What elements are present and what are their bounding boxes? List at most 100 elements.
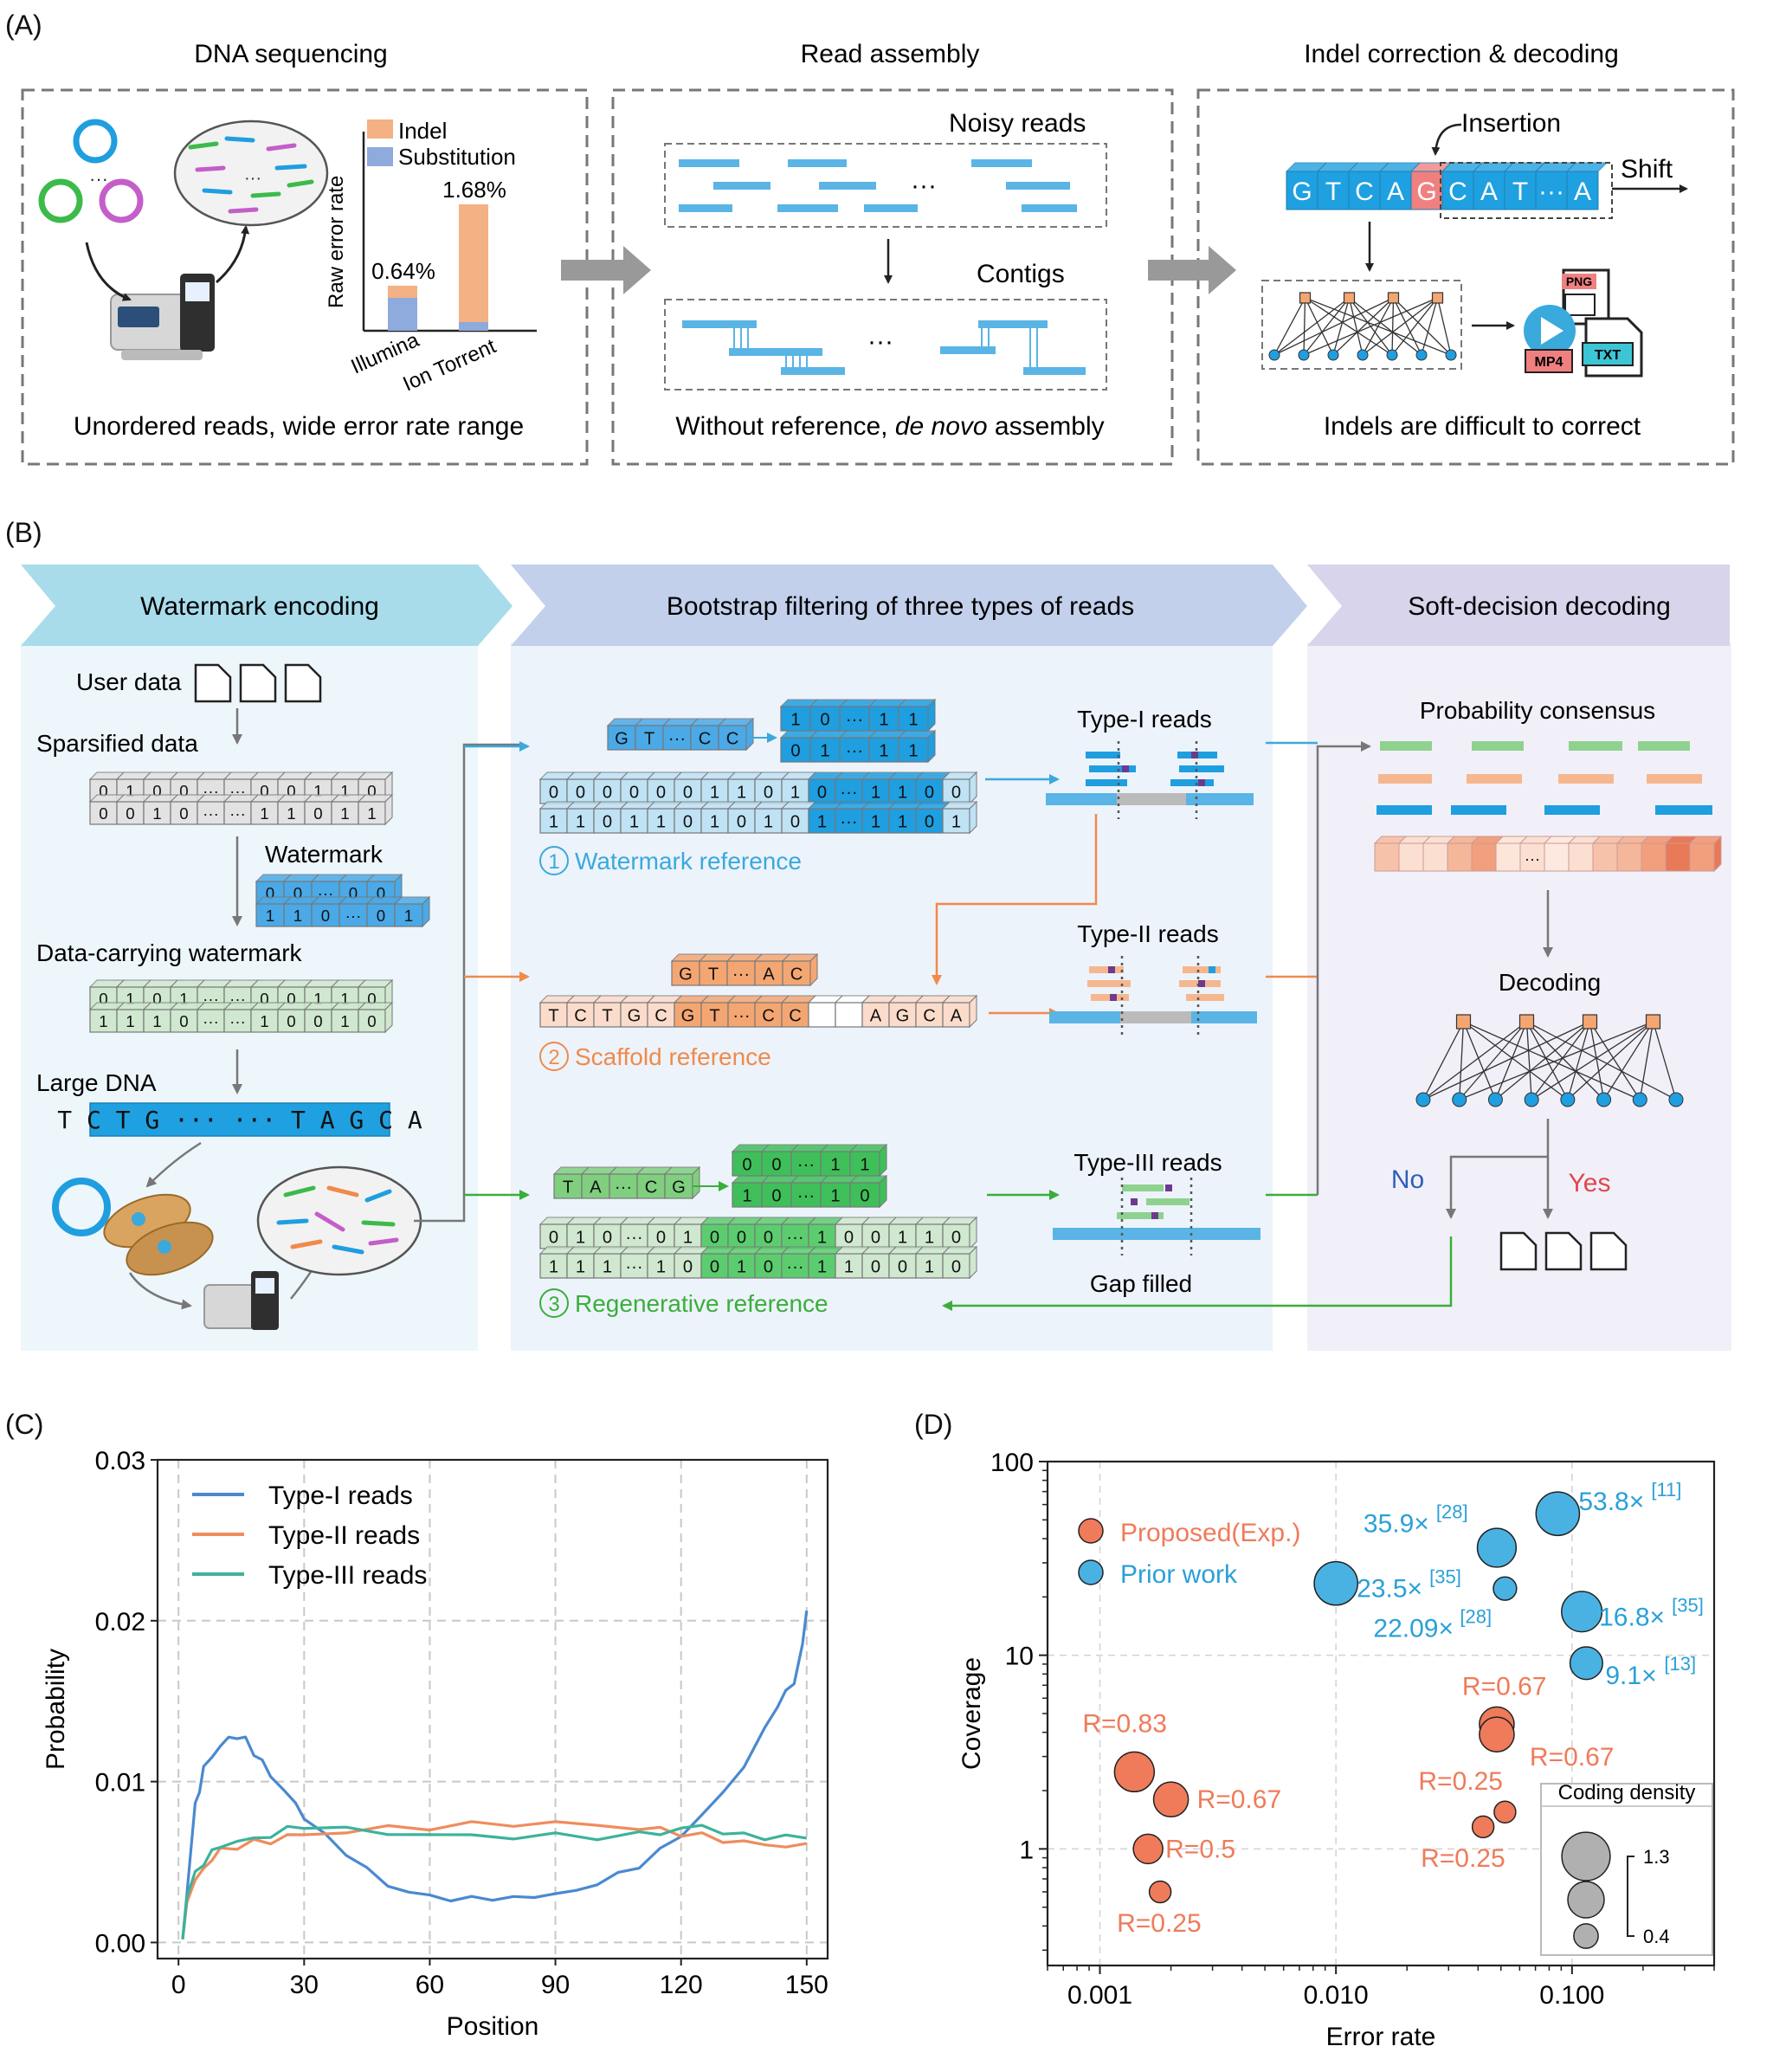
ref3-long-2-cell-text: 1 xyxy=(656,1257,666,1276)
encoding-arrow xyxy=(145,1141,202,1188)
prior-ref: [28] xyxy=(1436,1501,1468,1523)
header-filtering: Bootstrap filtering of three types of re… xyxy=(667,592,1134,621)
legend-label-indel: Indel xyxy=(398,118,447,144)
bar-ion-substitution xyxy=(459,322,488,331)
decoder-network-icon xyxy=(1268,292,1457,361)
header-decoding: Soft-decision decoding xyxy=(1408,592,1671,621)
ref2-seq-cell-text: A xyxy=(763,965,775,984)
panel-b: (B) Watermark encoding Bootstrap filteri… xyxy=(5,517,1731,1351)
ref3-long-1-cell xyxy=(566,1223,595,1249)
ref1-seq-cell-text: C xyxy=(699,729,712,748)
sparse-row-2-cell xyxy=(89,801,118,825)
mp4-file-icon: MP4 xyxy=(1535,355,1563,370)
indel-base: C xyxy=(1355,178,1374,206)
sparse-row-1-cell-text: 0 xyxy=(287,782,295,800)
ref1-long-2-cell xyxy=(674,808,702,834)
variable-node xyxy=(1415,349,1428,361)
y-tick-label: 1 xyxy=(1019,1836,1034,1864)
ref3-long-2-cell-text: 0 xyxy=(951,1257,961,1276)
ref1-long-2-cell xyxy=(888,808,917,834)
caption-sequencing: Unordered reads, wide error rate range xyxy=(74,412,524,441)
variable-node xyxy=(1632,1092,1647,1107)
legend-swatch-indel xyxy=(367,119,393,139)
series-line-3 xyxy=(181,1823,808,1940)
ref1-long-1-cell-text: 0 xyxy=(549,783,558,802)
ref2-number: 2 xyxy=(548,1046,559,1069)
ref1-label: Watermark reference xyxy=(575,848,802,875)
dcw-row-1-cell-text: 0 xyxy=(260,990,268,1008)
ref1-long-2-cell-text: 1 xyxy=(898,812,907,831)
watermark-row-2-cell-text: 0 xyxy=(377,907,385,925)
dcw-row-2-cell-text: 0 xyxy=(287,1012,295,1030)
ref3-long-2-cell-text: 1 xyxy=(576,1257,585,1276)
ref3-top-cell-text: 0 xyxy=(742,1155,751,1174)
x-tick-label: 0.100 xyxy=(1539,1981,1604,2010)
dcw-row-2-cell-text: 1 xyxy=(260,1012,268,1030)
dcw-row-2-cell-text: 1 xyxy=(126,1012,134,1030)
watermark-row-2-cell-text: 1 xyxy=(404,907,413,925)
indel-cell xyxy=(1473,171,1505,210)
noisy-ellipsis: ··· xyxy=(911,171,937,200)
network-edge xyxy=(1525,1021,1569,1101)
ref2-seq-cell-text: ··· xyxy=(732,965,750,984)
ref1-wm-top-cell-text: ··· xyxy=(846,710,863,729)
label-sparsified: Sparsified data xyxy=(36,730,198,757)
ref3-long-1-cell-text: ··· xyxy=(625,1228,642,1247)
watermark-row-2-cell xyxy=(366,903,396,927)
ref1-seq-cell xyxy=(690,725,719,751)
network-edge xyxy=(1652,1021,1677,1101)
sparse-row-2-cell xyxy=(331,801,359,825)
ref1-seq-cell-text: ··· xyxy=(668,729,686,748)
sparse-row-1-cell-text: 1 xyxy=(340,782,349,800)
network-edge xyxy=(1422,1021,1527,1101)
ref2-long-cell-text: G xyxy=(628,1006,642,1025)
network-edge xyxy=(1349,297,1422,356)
prior-ref: [13] xyxy=(1664,1653,1696,1675)
ref1-long-1-cell xyxy=(888,778,917,804)
ref1-seq-cell-text: T xyxy=(644,729,654,748)
ref1-long-1-cell-text: 0 xyxy=(603,783,612,802)
ref3-long-2-cell-text: 1 xyxy=(603,1257,612,1276)
prior-label: 53.8× xyxy=(1578,1488,1644,1516)
network-edge xyxy=(1273,297,1306,356)
flow-arrow xyxy=(85,242,132,301)
ref3-long-2-cell-text: 1 xyxy=(817,1257,827,1276)
check-node xyxy=(1518,1014,1535,1030)
network-edge xyxy=(1459,1021,1527,1101)
variable-node xyxy=(1445,349,1457,361)
label-watermark: Watermark xyxy=(265,841,384,868)
header-encoding: Watermark encoding xyxy=(140,592,379,621)
ref1-wm-top-cell-text: 1 xyxy=(790,710,800,729)
ref3-long-1-cell xyxy=(861,1223,890,1249)
ref2-long-cell-text: T xyxy=(602,1006,612,1025)
sparse-row-2-cell xyxy=(170,801,198,825)
label-shift: Shift xyxy=(1621,155,1673,184)
type3-reads-icon xyxy=(1053,1178,1260,1255)
density-legend-bracket xyxy=(1627,1856,1634,1937)
ref2-seq-cell xyxy=(754,960,783,986)
indel-base: ··· xyxy=(1538,178,1564,206)
variable-node xyxy=(1452,1092,1467,1107)
ref2-long-cell-text: C xyxy=(762,1006,775,1025)
label-prob-consensus: Probability consensus xyxy=(1420,697,1655,724)
bar-label-ion: 1.68% xyxy=(442,177,506,203)
prob-cell xyxy=(1471,842,1497,872)
ref1-long-2-cell-text: 0 xyxy=(790,812,800,831)
network-edge xyxy=(1589,1021,1641,1101)
ref1-seq-cell xyxy=(635,725,664,751)
sparse-row-2-cell-text: ··· xyxy=(229,804,246,823)
large-dna-bar xyxy=(89,1102,390,1137)
ref3-long-2-cell xyxy=(566,1253,595,1279)
watermark-row-2-cell-text: 0 xyxy=(321,907,330,925)
large-dna-sequence: T C T G ··· ··· T A G C A xyxy=(57,1106,422,1134)
legend-label-1: Proposed(Exp.) xyxy=(1120,1519,1300,1547)
ref3-long-2-cell xyxy=(808,1253,836,1279)
network-edge xyxy=(1436,297,1452,356)
network-edge xyxy=(1332,297,1351,356)
no-branch xyxy=(1446,1155,1548,1219)
ref1-long-2-cell xyxy=(566,808,595,834)
ref1-long-1-cell-text: 0 xyxy=(683,783,693,802)
network-edge xyxy=(1494,1021,1528,1101)
ref3-long-2-side xyxy=(969,1245,977,1280)
